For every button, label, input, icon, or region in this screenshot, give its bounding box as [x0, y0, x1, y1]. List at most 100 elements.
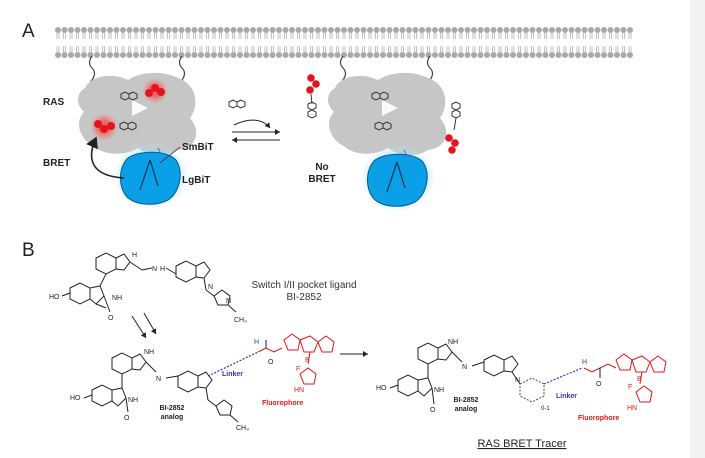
lipid-tail: [381, 33, 385, 39]
ligand-title-line2: BI-2852: [286, 292, 321, 303]
lipid-head: [367, 52, 373, 58]
lipid-tail: [531, 33, 534, 39]
lipid-head: [334, 27, 341, 33]
lipid-tail: [511, 33, 515, 39]
lipid-head: [614, 52, 620, 58]
atom-o-3: O: [430, 407, 436, 414]
lipid-tail: [310, 33, 313, 39]
lipid-tail: [362, 46, 365, 52]
lipid-tail: [76, 33, 79, 39]
lipid-head: [523, 27, 529, 33]
lipid-head: [211, 52, 217, 58]
lipid-tail: [271, 46, 274, 52]
lipid-tail: [453, 46, 456, 52]
lipid-tail: [199, 33, 203, 39]
lipid-tail: [108, 33, 112, 39]
lipid-tail: [381, 46, 385, 52]
lipid-head: [269, 52, 276, 58]
lipid-head: [152, 52, 159, 58]
lipid-head: [126, 27, 133, 33]
atom-o-amide-left: O: [268, 359, 274, 366]
lipid-tail: [336, 33, 339, 39]
lipid-tail: [290, 46, 294, 52]
lgbit-protein-left: [120, 151, 181, 205]
lipid-tail: [277, 46, 281, 52]
lipid-head: [497, 52, 503, 58]
lipid-tail: [349, 46, 352, 52]
lipid-head: [328, 27, 334, 33]
lipid-tail: [284, 33, 287, 39]
lipid-tail: [550, 33, 554, 39]
atom-h-amide-right: H: [582, 359, 587, 366]
lipid-tail: [557, 46, 560, 52]
fluorophore-icon: [145, 84, 165, 97]
lipid-tail: [466, 46, 469, 52]
lipid-tail: [232, 33, 235, 39]
fluorophore-icon: [94, 120, 115, 133]
lipid-tail: [615, 33, 619, 39]
lipid-tail: [219, 33, 222, 39]
lipid-tail: [511, 46, 515, 52]
lipid-head: [74, 27, 81, 33]
lipid-tail: [472, 33, 476, 39]
atom-nh-5: NH: [448, 339, 458, 346]
lipid-tail: [433, 33, 437, 39]
lipid-head: [614, 27, 620, 33]
fluorophore-structure-right: [583, 353, 667, 403]
lipid-head: [438, 52, 445, 58]
lipid-head: [250, 52, 256, 58]
lipid-tail: [544, 46, 547, 52]
ligand-title-line1: Switch I/II pocket ligand: [251, 280, 356, 291]
atom-o-1: O: [108, 315, 114, 322]
atom-ho-1: HO: [49, 294, 60, 301]
lipid-tail: [69, 46, 73, 52]
lipid-tail: [128, 33, 131, 39]
lipid-tail: [622, 46, 625, 52]
lipid-head: [230, 27, 237, 33]
lipid-head: [516, 52, 523, 58]
lipid-tail: [628, 46, 632, 52]
lipid-tail: [141, 33, 144, 39]
lipid-head: [185, 52, 191, 58]
lipid-head: [432, 52, 438, 58]
lipid-tail: [102, 46, 105, 52]
lipid-head: [386, 52, 393, 58]
lipid-tail: [277, 33, 281, 39]
label-no-bret-line1: No: [315, 162, 328, 173]
tracer-title: RAS BRET Tracer: [477, 438, 566, 450]
lipid-head: [529, 27, 536, 33]
lipid-tail: [596, 46, 599, 52]
atom-o-amide-right: O: [596, 381, 602, 388]
lipid-tail: [316, 46, 320, 52]
lipid-head: [399, 27, 406, 33]
lipid-head: [406, 52, 412, 58]
lipid-tail: [225, 46, 229, 52]
lipid-head: [594, 27, 601, 33]
lipid-head: [178, 27, 185, 33]
lipid-tail: [232, 46, 235, 52]
lipid-head: [256, 27, 263, 33]
lipid-head: [282, 52, 289, 58]
atom-ho-3: HO: [376, 385, 387, 392]
lipid-tail: [290, 33, 294, 39]
ligand-core-icon: [119, 91, 138, 131]
lipid-head: [445, 27, 451, 33]
linker-dotted-right: [543, 367, 583, 385]
lipid-tail: [69, 33, 73, 39]
lipid-head: [406, 27, 412, 33]
lipid-tail: [349, 33, 352, 39]
lipid-tail: [498, 33, 502, 39]
lipid-tail: [537, 33, 541, 39]
bret-arrow: [86, 136, 125, 179]
lipid-head: [315, 52, 321, 58]
lipid-head: [575, 52, 581, 58]
lipid-head: [367, 27, 373, 33]
lipid-head: [243, 27, 250, 33]
lipid-tail: [485, 33, 489, 39]
lipid-tail: [167, 33, 170, 39]
lipid-tail: [154, 46, 157, 52]
lipid-tail: [420, 46, 424, 52]
lipid-tail: [251, 46, 255, 52]
lipid-tail: [602, 46, 606, 52]
